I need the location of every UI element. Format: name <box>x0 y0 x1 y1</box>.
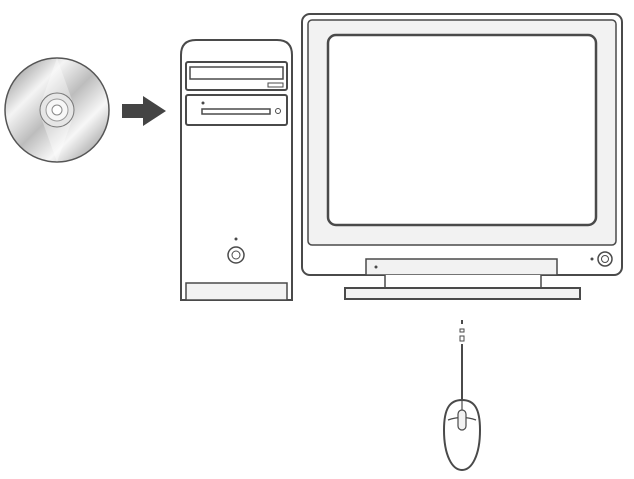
mouse-icon <box>442 320 482 472</box>
cd-disc-icon <box>4 57 110 163</box>
desktop-tower-icon <box>180 39 293 301</box>
crt-monitor-icon <box>301 13 623 300</box>
arrow-right-icon <box>122 96 166 126</box>
